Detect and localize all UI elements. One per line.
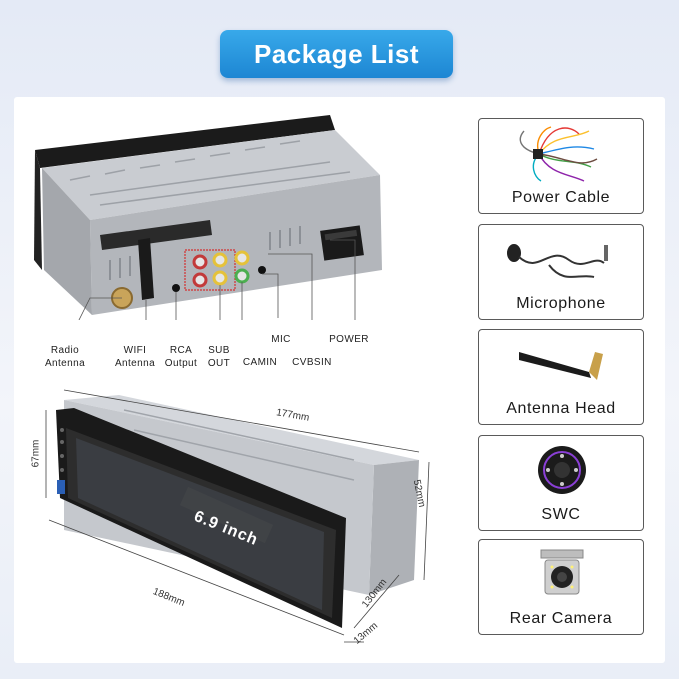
item-card-swc: SWC [478,435,644,531]
rear-camera-icon [540,549,584,595]
microphone-icon [507,244,608,278]
page-title: Package List [220,30,453,78]
item-label: Microphone [516,295,606,312]
label-camin: CAMIN [242,357,278,368]
label-cvbsin: CVBSIN [292,357,332,368]
item-label: SWC [541,506,581,523]
item-card-microphone: Microphone [478,224,644,320]
dimension-height-front: 67mm [30,439,42,468]
item-label: Rear Camera [509,610,613,627]
antenna-head-icon [519,352,603,380]
head-unit-front-view [45,389,430,643]
item-card-antenna-head: Antenna Head [478,329,644,425]
item-card-power-cable: Power Cable [478,118,644,214]
item-card-rear-camera: Rear Camera [478,539,644,635]
power-cable-icon [519,126,598,182]
label-mic: MIC [271,334,291,345]
item-label: Power Cable [511,189,611,206]
label-power: POWER [329,334,369,345]
item-label: Antenna Head [506,400,616,417]
head-unit-back-view [34,115,382,320]
steering-wheel-control-icon [538,446,586,494]
